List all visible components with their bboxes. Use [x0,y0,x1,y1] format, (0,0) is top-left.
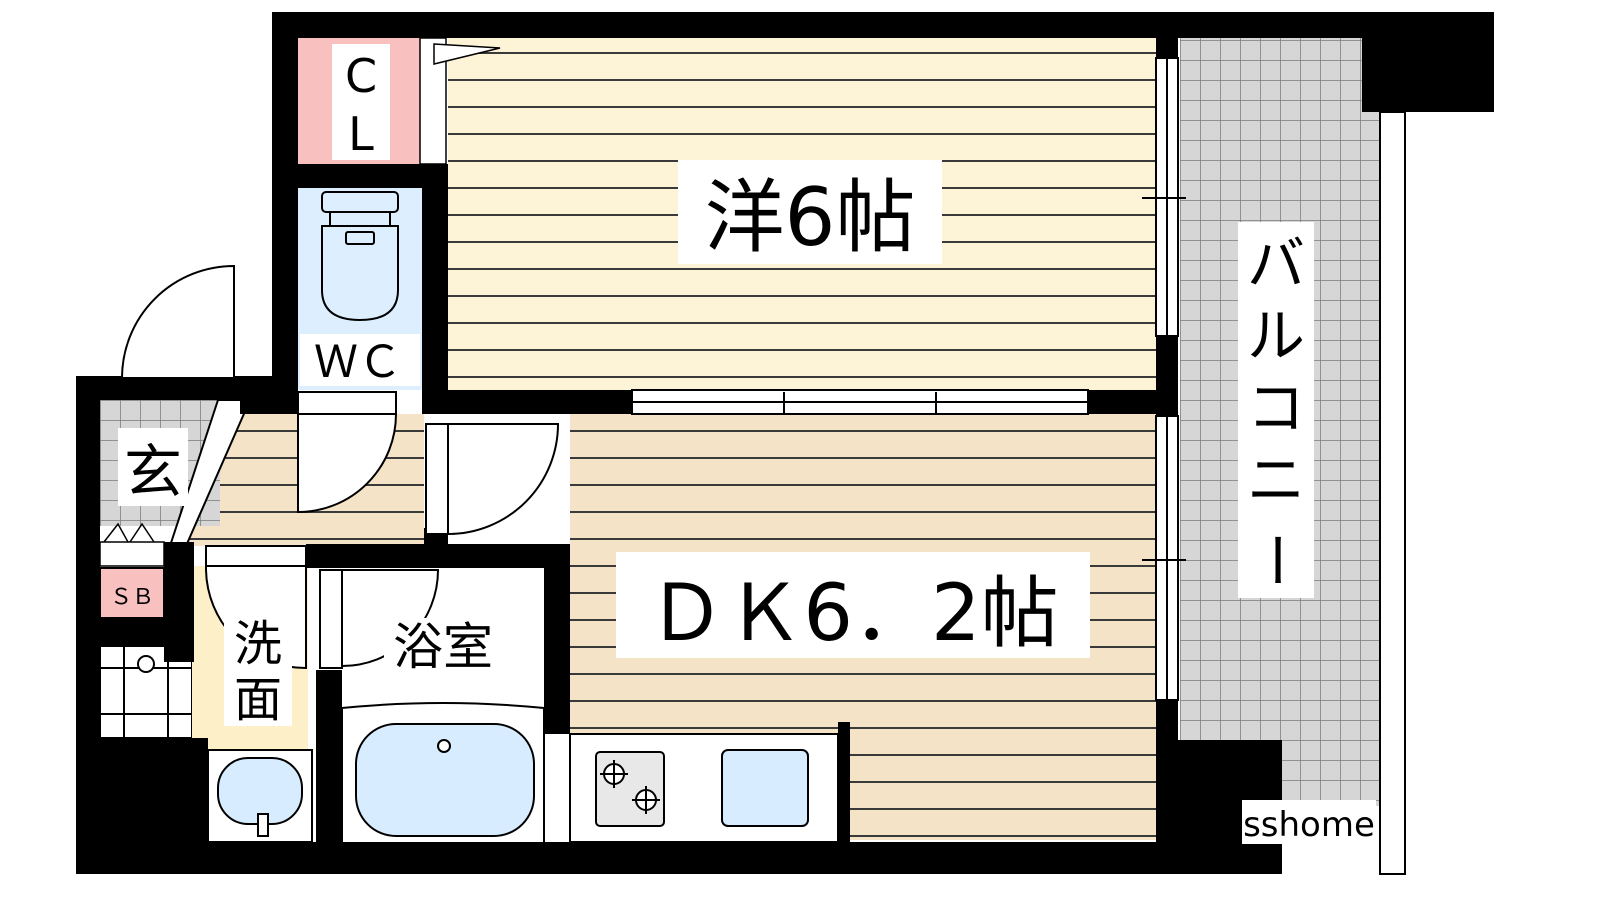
bathroom-label-bg [384,618,502,676]
western-room-label: 洋6帖 [705,171,916,264]
sliding-partition [631,389,1089,415]
entrance-label: 玄 [124,438,182,506]
balcony-label-2: ル [1247,302,1305,370]
western-room-label-bg [678,160,942,264]
shoe-box-label: ＳＢ [110,585,154,610]
balcony-label-bg [1238,222,1314,598]
balcony-label-4: ニ [1247,446,1305,514]
kitchen-counter [569,733,839,843]
closet-label-c: C [345,49,377,103]
balcony-label-1: バ [1247,230,1305,298]
bathtub-icon [341,702,545,847]
east-windows [1142,57,1186,701]
stove-icon [595,751,665,827]
balcony-label-5: ー [1242,531,1310,589]
toilet-icon [321,191,399,322]
balcony-label-3: コ [1247,374,1305,442]
washroom-label-2: 面 [234,672,282,728]
toilet-door [297,413,398,514]
dk-label-bg [616,552,1090,658]
front-door [120,264,235,379]
washroom-label-bg [224,606,292,726]
kitchen-sink-icon [721,749,809,827]
dk-label: ＤＫ6．2帖 [647,569,1058,659]
closet-label-bg [332,44,390,160]
watermark-bg [1242,800,1376,844]
entrance-label-bg [118,428,188,506]
toilet-label-bg [300,334,420,386]
washroom-label-1: 洗 [234,616,282,672]
walls [76,12,1494,874]
balcony [1180,36,1406,875]
watermark: sshome [1243,805,1375,845]
sink-icon [207,749,313,843]
toilet-label: ＷＣ [314,337,402,388]
dk-door [447,423,560,536]
closet-label-l: L [348,107,374,161]
bathroom-label: 浴室 [393,618,493,676]
